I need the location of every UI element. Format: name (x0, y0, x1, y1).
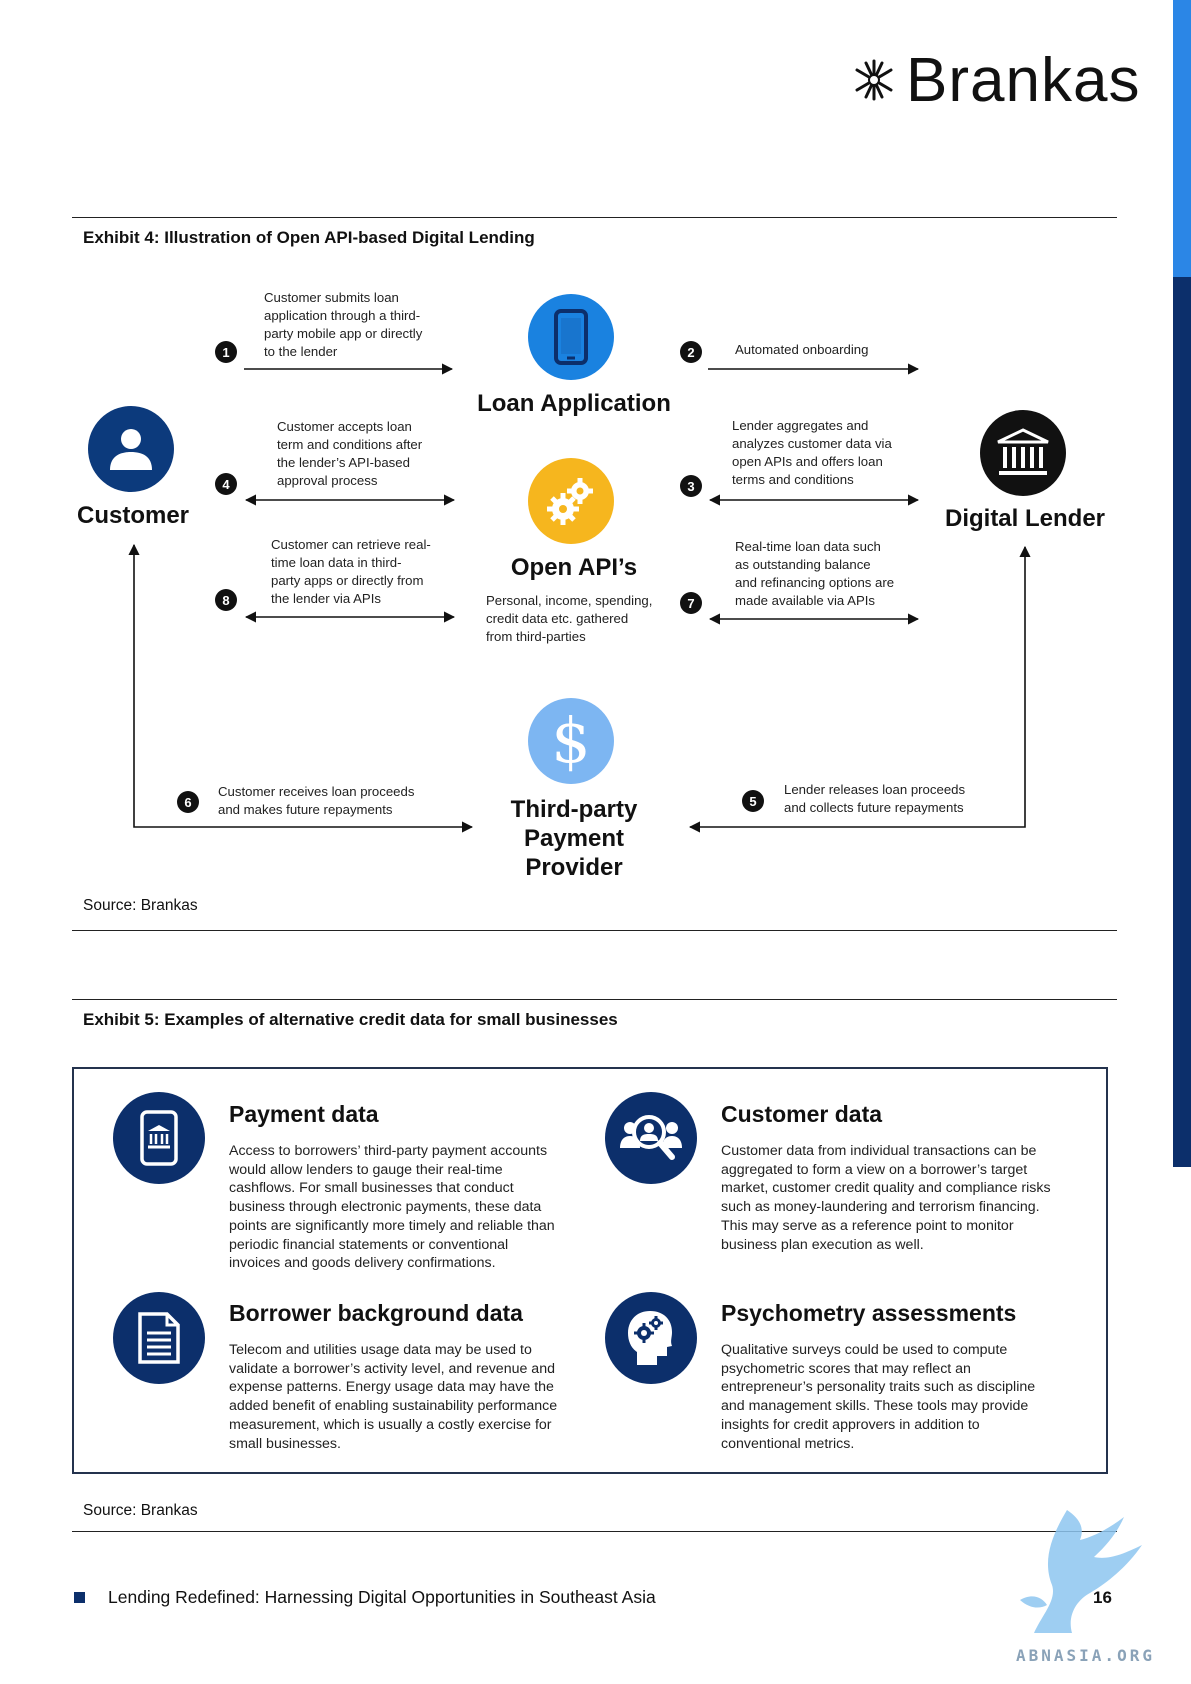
payment-data-title: Payment data (229, 1101, 379, 1127)
brankas-logo-icon (855, 59, 893, 101)
payment-dollar-icon: $ (528, 698, 614, 784)
step-5-text: Lender releases loan proceeds and collec… (784, 782, 966, 815)
borrower-background-title: Borrower background data (229, 1300, 523, 1326)
page-number: 16 (1093, 1588, 1112, 1607)
head-gears-icon (605, 1292, 697, 1384)
mobile-bank-icon (113, 1092, 205, 1184)
digital-lender-label: Digital Lender (944, 505, 1106, 532)
customer-search-icon (605, 1092, 697, 1184)
loan-application-label: Loan Application (477, 390, 671, 417)
exhibit4-flow-arrows (128, 363, 1031, 833)
payment-provider-label: Third-party Payment Provider (510, 796, 638, 881)
step-1-text: Customer submits loan application throug… (264, 290, 423, 359)
footer-report-title: Lending Redefined: Harnessing Digital Op… (108, 1587, 656, 1607)
psychometry-body: Qualitative surveys could be used to com… (721, 1342, 1036, 1452)
step-number-4: 4 (215, 473, 237, 495)
step-8-text: Customer can retrieve real- time loan da… (271, 537, 431, 606)
open-apis-description: Personal, income, spending, credit data … (486, 593, 653, 644)
footer-bullet (74, 1592, 85, 1603)
exhibit5-source: Source: Brankas (83, 1502, 198, 1519)
step-7-text: Real-time loan data such as outstanding … (735, 539, 895, 608)
exhibit4-top-rule (72, 217, 1117, 218)
customer-data-body: Customer data from individual transactio… (721, 1143, 1051, 1253)
side-accent-bar-top (1173, 0, 1191, 277)
open-api-gears-icon (528, 458, 614, 544)
step-number-5: 5 (742, 790, 764, 812)
brand-name: Brankas (906, 45, 1141, 115)
exhibit5-bottom-rule (72, 1531, 1117, 1532)
arrow-step-5 (688, 545, 1031, 833)
exhibit4-source: Source: Brankas (83, 897, 198, 914)
site-watermark: ABNASIA.ORG (1016, 1646, 1155, 1665)
step-number-6: 6 (177, 791, 199, 813)
step-2-text: Automated onboarding (735, 342, 869, 357)
step-6-text: Customer receives loan proceeds and make… (218, 784, 415, 817)
document-icon (113, 1292, 205, 1384)
psychometry-title: Psychometry assessments (721, 1300, 1017, 1326)
step-number-7: 7 (680, 592, 702, 614)
exhibit5-title: Exhibit 5: Examples of alternative credi… (83, 1010, 618, 1029)
step-number-1: 1 (215, 341, 237, 363)
customer-data-title: Customer data (721, 1101, 883, 1127)
digital-lender-bank-icon (980, 410, 1066, 496)
exhibit4-bottom-rule (72, 930, 1117, 931)
step-number-3: 3 (680, 475, 702, 497)
borrower-background-body: Telecom and utilities usage data may be … (229, 1342, 558, 1452)
side-accent-bar (1173, 277, 1191, 1167)
step-number-8: 8 (215, 589, 237, 611)
loan-application-icon (528, 294, 614, 380)
step-number-2: 2 (680, 341, 702, 363)
arrow-step-6 (128, 543, 474, 833)
open-apis-label: Open API’s (510, 554, 638, 581)
customer-label: Customer (76, 502, 190, 529)
credit-data-panel (72, 1067, 1108, 1474)
payment-data-body: Access to borrowers’ third-party payment… (229, 1143, 555, 1272)
step-4-text: Customer accepts loan term and condition… (277, 419, 423, 488)
exhibit4-title: Exhibit 4: Illustration of Open API-base… (83, 228, 535, 247)
customer-person-icon (88, 406, 174, 492)
exhibit5-top-rule (72, 999, 1117, 1000)
step-3-text: Lender aggregates and analyzes customer … (732, 418, 892, 487)
brand-logo: Brankas (852, 46, 1140, 115)
phoenix-watermark-icon (1020, 1510, 1142, 1633)
